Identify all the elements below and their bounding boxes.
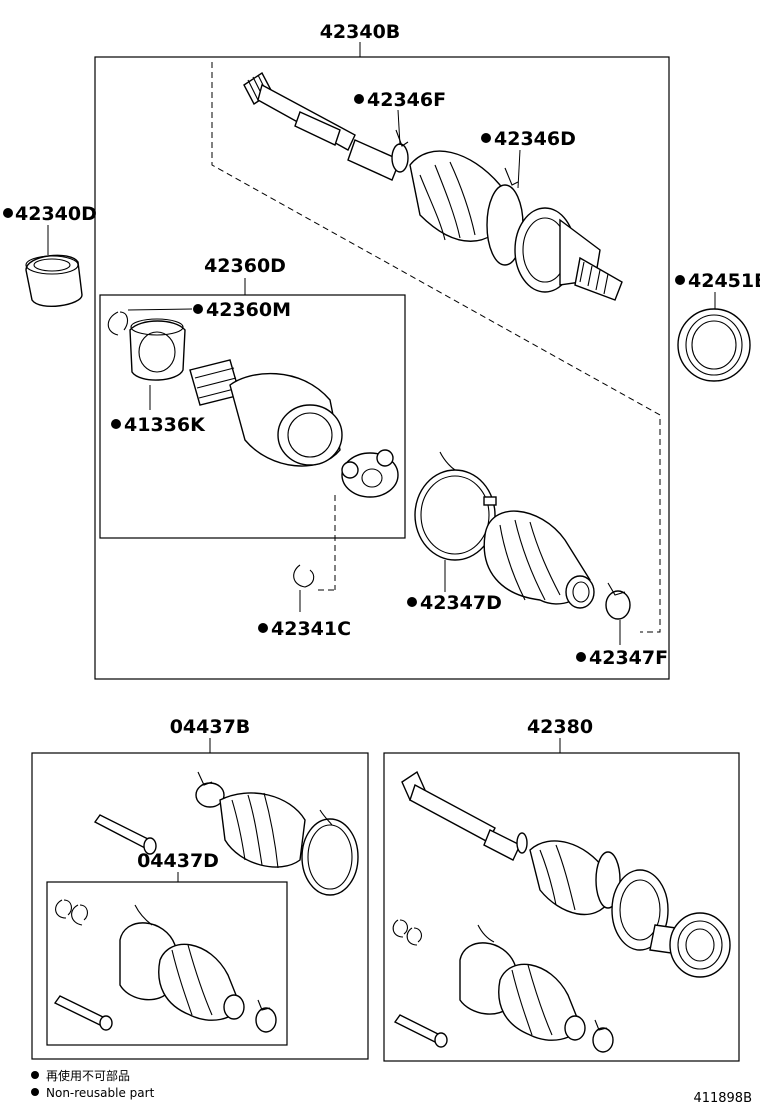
- non-reusable-dot: [481, 133, 491, 143]
- kit-outer-parts-drawing: [93, 771, 359, 896]
- non-reusable-dot: [354, 94, 364, 104]
- non-reusable-dot: [111, 419, 121, 429]
- assembly-box-42380: [383, 752, 740, 1062]
- boot-band-42346D-drawing: [486, 167, 524, 266]
- label-41336K[interactable]: 41336K: [124, 414, 206, 436]
- non-reusable-dot: [407, 597, 417, 607]
- label-42380[interactable]: 42380: [527, 716, 593, 738]
- seal-42451B-drawing: [677, 308, 751, 382]
- outer-joint-drawing: [514, 207, 623, 301]
- label-42347F[interactable]: 42347F: [589, 647, 668, 669]
- label-04437B[interactable]: 04437B: [170, 716, 251, 738]
- boot-band-42347F-drawing: [605, 582, 631, 620]
- legend-dot-2: [31, 1088, 39, 1096]
- legend-text-japanese: 再使用不可部品: [46, 1068, 130, 1083]
- non-reusable-dot: [576, 652, 586, 662]
- seal-42340D-drawing: [25, 254, 83, 307]
- label-42340D[interactable]: 42340D: [15, 203, 97, 225]
- kit-box-04437D: [46, 881, 288, 1046]
- label-42360D[interactable]: 42360D: [204, 255, 286, 277]
- non-reusable-dot: [675, 275, 685, 285]
- label-42347D[interactable]: 42347D: [420, 592, 502, 614]
- legend-text-english: Non-reusable part: [46, 1086, 155, 1100]
- leader-42346D: [517, 149, 521, 189]
- leader-42360M: [127, 308, 193, 311]
- label-42360M[interactable]: 42360M: [206, 299, 291, 321]
- shaft-assy-drawing: [392, 770, 731, 1053]
- non-reusable-dot: [193, 304, 203, 314]
- snap-ring-42360M-drawing: [107, 311, 129, 336]
- label-42346D[interactable]: 42346D: [494, 128, 576, 150]
- seal-41336K-drawing: [129, 318, 186, 381]
- boot-band-42347D-drawing: [414, 451, 497, 561]
- non-reusable-dot: [3, 208, 13, 218]
- assembly-box-42340B: [94, 56, 670, 680]
- leader-42346F: [397, 109, 401, 146]
- tripod-spider-drawing: [341, 449, 399, 498]
- drive-shaft-drawing: [243, 71, 401, 181]
- snap-ring-42341C-drawing: [293, 564, 315, 588]
- kit-inner-parts-drawing: [53, 899, 277, 1033]
- label-42340B[interactable]: 42340B: [320, 21, 401, 43]
- non-reusable-dot: [258, 623, 268, 633]
- label-42451B[interactable]: 42451B: [688, 270, 760, 292]
- label-42346F[interactable]: 42346F: [367, 89, 446, 111]
- label-42341C[interactable]: 42341C: [271, 618, 351, 640]
- diagram-reference-number: 411898B: [693, 1091, 752, 1106]
- inner-boot-drawing: [483, 510, 595, 609]
- kit-box-04437B: [31, 752, 369, 1060]
- label-04437D[interactable]: 04437D: [137, 850, 219, 872]
- legend-dot-1: [31, 1071, 39, 1079]
- inboard-housing-drawing: [189, 359, 343, 467]
- assembly-box-42360D: [99, 294, 406, 539]
